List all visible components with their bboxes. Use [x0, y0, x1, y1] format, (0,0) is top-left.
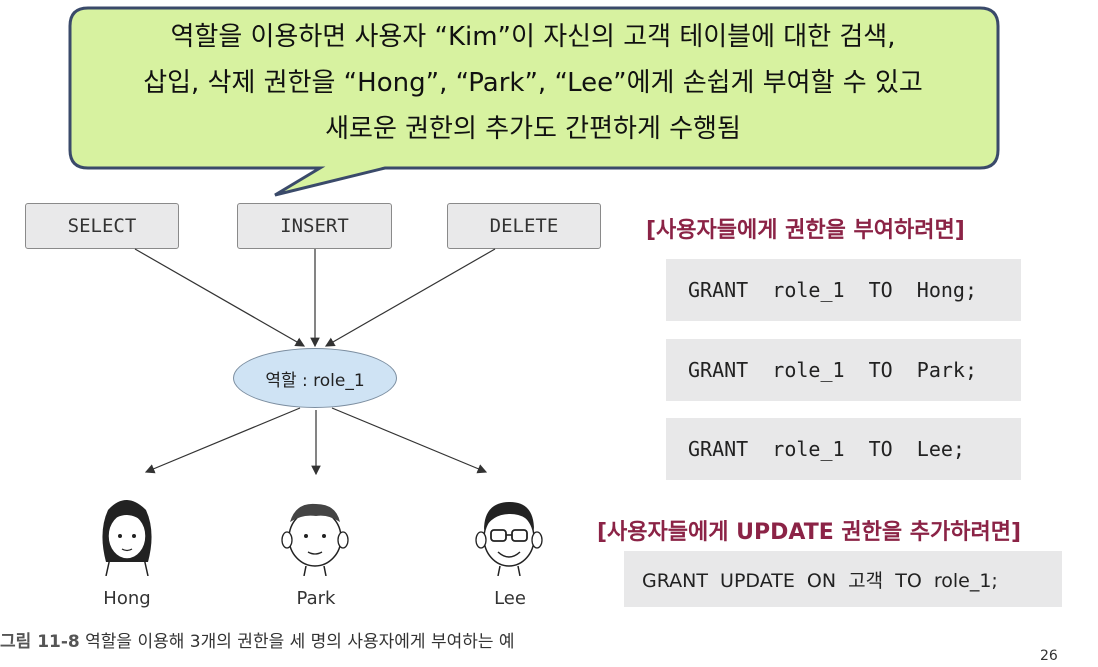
grant-section-title: [사용자들에게 권한을 부여하려면] [646, 212, 965, 244]
lee-face-icon [470, 492, 548, 576]
hong-face-icon [96, 492, 158, 576]
caption-label: 그림 11-8 [0, 632, 80, 652]
diagram-connectors [0, 0, 640, 500]
grant-statement-park: GRANT role_1 TO Park; [666, 339, 1021, 401]
grant-statement-lee: GRANT role_1 TO Lee; [666, 418, 1021, 480]
role-ellipse: 역할 : role_1 [233, 348, 397, 408]
figure-caption: 그림 11-8 역할을 이용해 3개의 권한을 세 명의 사용자에게 부여하는 … [0, 627, 515, 652]
user-label-hong: Hong [77, 588, 177, 609]
park-face-icon [276, 492, 354, 576]
grant-statement-hong: GRANT role_1 TO Hong; [666, 259, 1021, 321]
connector-role-hong [146, 408, 300, 472]
update-statement: GRANT UPDATE ON 고객 TO role_1; [624, 551, 1062, 607]
user-label-lee: Lee [460, 588, 560, 609]
user-label-park: Park [266, 588, 366, 609]
connector-select-role [135, 249, 304, 346]
connector-role-lee [332, 408, 486, 472]
page-number: 26 [1040, 648, 1058, 664]
connector-delete-role [326, 249, 495, 346]
caption-text: 역할을 이용해 3개의 권한을 세 명의 사용자에게 부여하는 예 [85, 632, 514, 652]
update-section-title: [사용자들에게 UPDATE 권한을 추가하려면] [597, 514, 1021, 546]
